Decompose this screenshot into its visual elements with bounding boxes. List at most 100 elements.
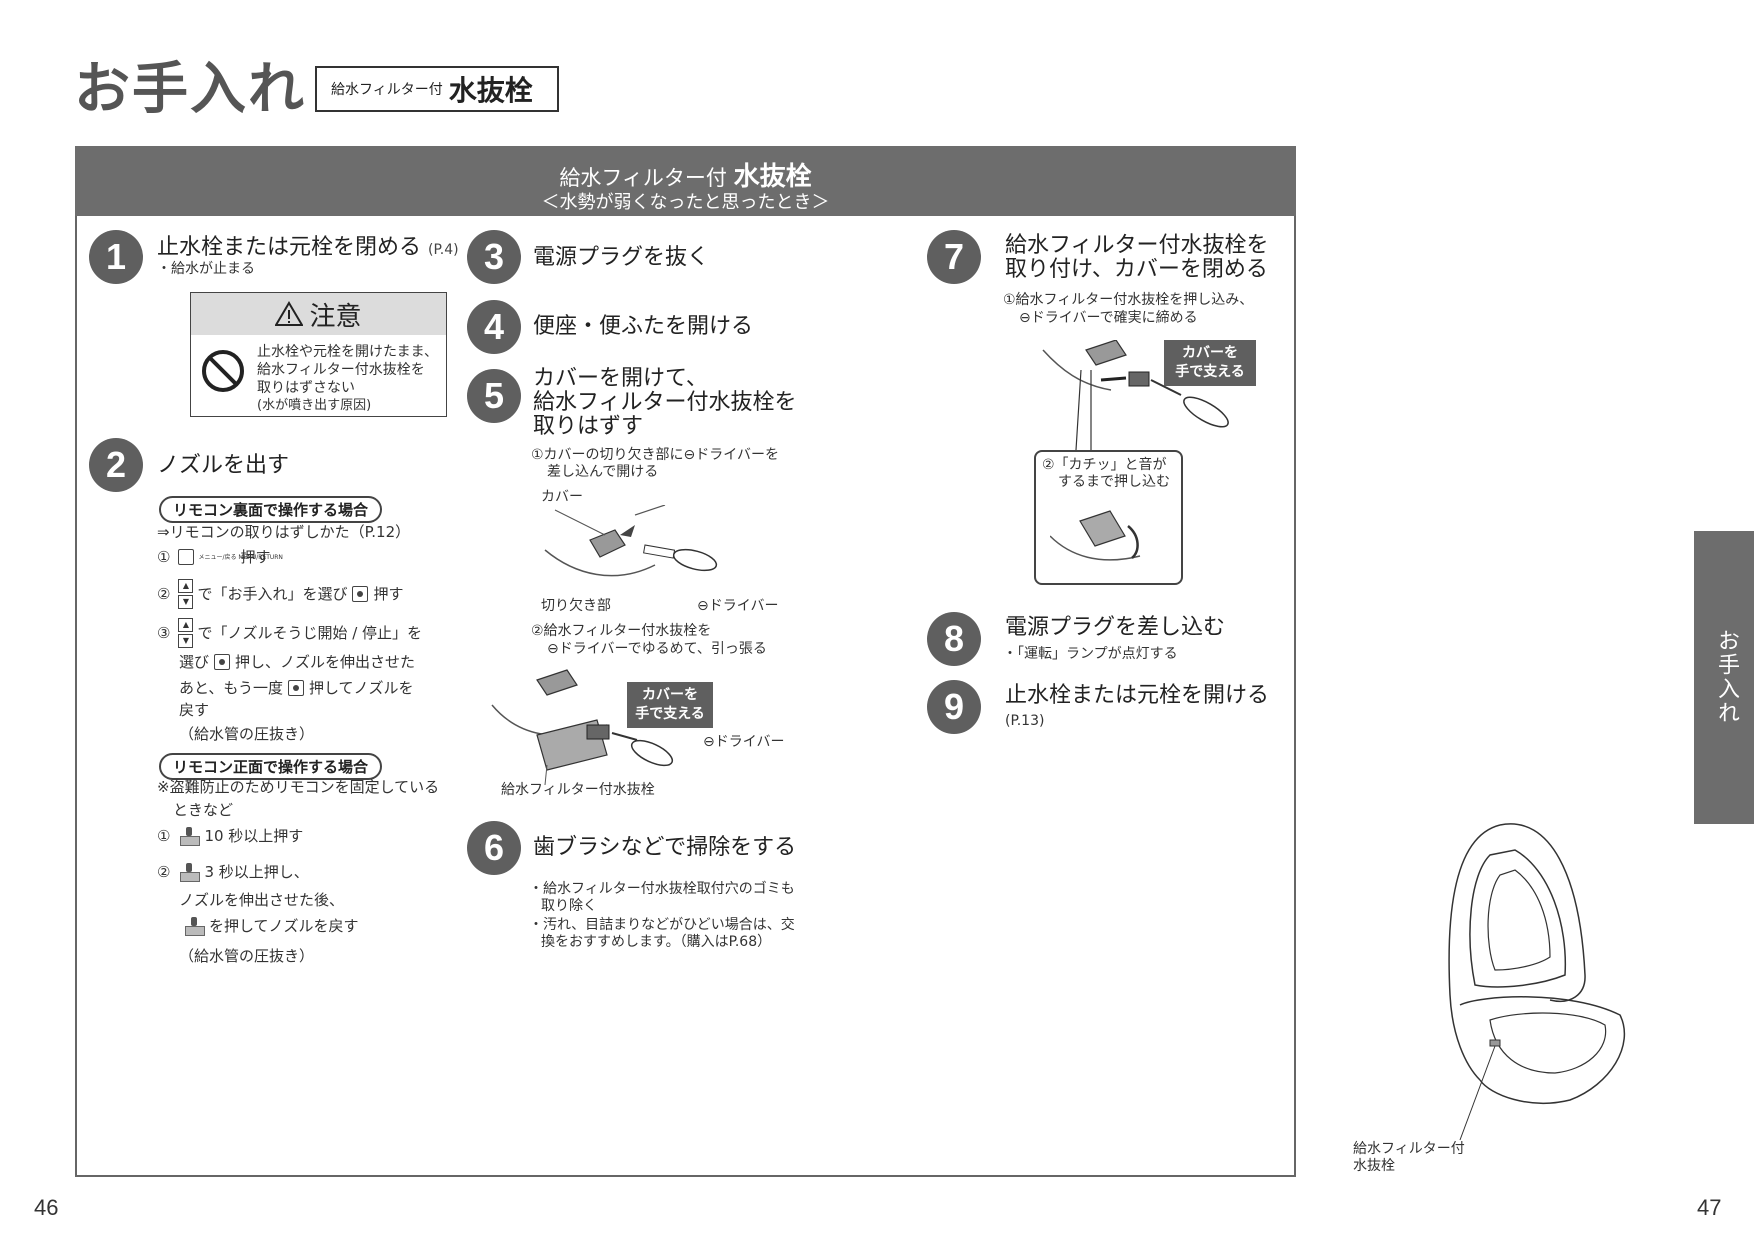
- step4-title: 便座・便ふたを開ける: [533, 314, 754, 339]
- caution-line: (水が噴き出す原因): [257, 398, 372, 413]
- click-detail-illustration: [1050, 510, 1141, 561]
- step-number: 3: [467, 230, 521, 284]
- toilet-valve-label-l2: 水抜栓: [1353, 1158, 1395, 1174]
- step2-b2: ② 3 秒以上押し、: [157, 862, 309, 882]
- click-detail-box: ②「カチッ」と音が するまで押し込む: [1034, 450, 1183, 585]
- panel-title-bold: 水抜栓: [733, 162, 812, 192]
- step2-b2-line3: を押してノズルを戻す: [179, 916, 359, 936]
- step2-title: ノズルを出す: [157, 453, 290, 478]
- step5-title-l3: 取りはずす: [533, 414, 644, 439]
- step-index: ③: [157, 624, 171, 642]
- step-text: 3 秒以上押し、: [204, 863, 309, 881]
- caution-line: 取りはずさない: [257, 380, 355, 396]
- step2-a2: ② ▲▼ で「お手入れ」を選び 押す: [157, 578, 403, 610]
- panel-header: 給水フィルター付 水抜栓 ＜水勢が弱くなったと思ったとき＞: [75, 146, 1296, 216]
- step-text: 10 秒以上押す: [204, 827, 304, 845]
- step6-bullet2-l2: 換をおすすめします。（購入はP.68）: [541, 934, 772, 950]
- step7-title-l2: 取り付け、カバーを閉める: [1005, 257, 1268, 282]
- step2-a3: ③ ▲▼ で「ノズルそうじ開始 / 停止」を: [157, 617, 422, 649]
- step2-b-note2: ときなど: [173, 801, 234, 819]
- section-side-tab[interactable]: お手入れ: [1694, 531, 1754, 824]
- step5-sub2-l2: ⊖ドライバーでゆるめて、引っ張る: [547, 641, 767, 657]
- prohibited-icon: [202, 350, 244, 392]
- step-number: 2: [89, 438, 143, 492]
- panel-subtitle: ＜水勢が弱くなったと思ったとき＞: [541, 192, 830, 213]
- driver-label: ⊖ドライバー: [703, 734, 785, 750]
- step-text: で「お手入れ」を選び: [197, 585, 348, 603]
- step-number: 7: [927, 230, 981, 284]
- step6-bullet1-l1: ・給水フィルター付水抜栓取付穴のゴミも: [529, 881, 795, 897]
- step-index: ②: [157, 863, 171, 881]
- support-cover-label: カバーを 手で支える: [627, 682, 713, 728]
- support-cover-line: 手で支える: [635, 706, 705, 722]
- valve-removal-illustration: [491, 669, 674, 786]
- caution-title: 注意: [309, 301, 362, 332]
- toilet-illustration: [1448, 823, 1626, 1141]
- support-cover-line: カバーを: [1182, 345, 1238, 361]
- step-text: 押す: [373, 585, 404, 603]
- support-cover-line: 手で支える: [1175, 364, 1245, 380]
- step-text: 押し、ノズルを伸出させた: [235, 653, 416, 671]
- toilet-valve-label-l1: 給水フィルター付: [1353, 1141, 1465, 1157]
- step2-b-note: ※盗難防止のためリモコンを固定している: [157, 778, 440, 796]
- caution-line: 給水フィルター付水抜栓を: [257, 362, 425, 378]
- up-down-arrow-icon: ▲▼: [178, 578, 194, 610]
- step-text: あと、もう一度: [179, 679, 283, 697]
- caution-header: 注意: [191, 293, 446, 335]
- caution-box: 注意 止水栓や元栓を開けたまま、 給水フィルター付水抜栓を 取りはずさない (水…: [190, 292, 447, 417]
- step5-title-l2: 給水フィルター付水抜栓を: [533, 390, 797, 415]
- ok-button-icon: [214, 654, 231, 670]
- page-number-left: 46: [34, 1195, 59, 1220]
- step-number: 6: [467, 821, 521, 875]
- click-detail-l2: するまで押し込む: [1058, 474, 1170, 490]
- panel-title: 給水フィルター付 水抜栓: [75, 156, 1296, 193]
- step1-title: 止水栓または元栓を閉める (P.4): [157, 234, 459, 264]
- step9-title: 止水栓または元栓を開ける: [1005, 683, 1270, 708]
- remote-removal-link: ⇒リモコンの取りはずしかた（P.12）: [157, 523, 411, 541]
- title-box: 給水フィルター付 水抜栓: [315, 66, 559, 112]
- cover-open-illustration: [544, 505, 718, 577]
- step2-a3-line2: 選び 押し、ノズルを伸出させた: [179, 652, 415, 672]
- step2-b2-line2: ノズルを伸出させた後、: [179, 891, 345, 909]
- step6-bullet2-l1: ・汚れ、目詰まりなどがひどい場合は、交: [529, 917, 795, 933]
- step7-sub1-l1: ①給水フィルター付水抜栓を押し込み、: [1003, 292, 1254, 308]
- nozzle-remote-icon: [183, 916, 205, 936]
- step-number: 5: [467, 369, 521, 423]
- caution-line: 止水栓や元栓を開けたまま、: [257, 344, 439, 360]
- step-text: を押してノズルを戻す: [209, 917, 359, 935]
- ok-button-icon: [352, 586, 369, 602]
- ok-button-icon: [287, 680, 304, 696]
- step-text: 選び: [179, 653, 210, 671]
- notch-label: 切り欠き部: [541, 598, 611, 614]
- warning-icon: [275, 301, 304, 326]
- step-index: ①: [157, 548, 171, 566]
- step2-a1: ① メニュー/戻る MENU/RETURN 押す: [157, 547, 283, 567]
- up-down-arrow-icon: ▲▼: [178, 617, 194, 649]
- valve-install-illustration: [1042, 340, 1229, 451]
- step1-ref: (P.4): [428, 242, 459, 258]
- step6-title: 歯ブラシなどで掃除をする: [533, 835, 797, 860]
- step-text: 押す: [240, 548, 271, 566]
- menu-key-icon: [178, 549, 195, 565]
- nozzle-remote-icon: [178, 826, 201, 846]
- step6-bullet1-l2: 取り除く: [541, 898, 597, 914]
- step2-b2-line4: （給水管の圧抜き）: [179, 947, 315, 965]
- page-number-right: 47: [1697, 1195, 1722, 1220]
- step-number: 1: [89, 230, 143, 284]
- step-number: 4: [467, 300, 521, 354]
- support-cover-label: カバーを 手で支える: [1164, 340, 1256, 386]
- step7-sub1-l2: ⊖ドライバーで確実に締める: [1019, 310, 1198, 326]
- panel-title-small: 給水フィルター付: [559, 166, 727, 190]
- page-title: お手入れ: [74, 57, 306, 122]
- step-text: 押してノズルを: [308, 679, 414, 697]
- cover-label: カバー: [541, 489, 583, 505]
- step7-title-l1: 給水フィルター付水抜栓を: [1005, 233, 1269, 258]
- step2-b1: ① 10 秒以上押す: [157, 826, 303, 846]
- remote-back-label: リモコン裏面で操作する場合: [159, 496, 383, 523]
- step2-a3-line3: あと、もう一度 押してノズルを: [179, 678, 414, 698]
- step-number: 9: [927, 680, 981, 734]
- step-number: 8: [927, 612, 981, 666]
- step1-note: ・給水が止まる: [157, 261, 255, 277]
- driver-label: ⊖ドライバー: [697, 598, 779, 614]
- remote-front-label: リモコン正面で操作する場合: [159, 753, 383, 780]
